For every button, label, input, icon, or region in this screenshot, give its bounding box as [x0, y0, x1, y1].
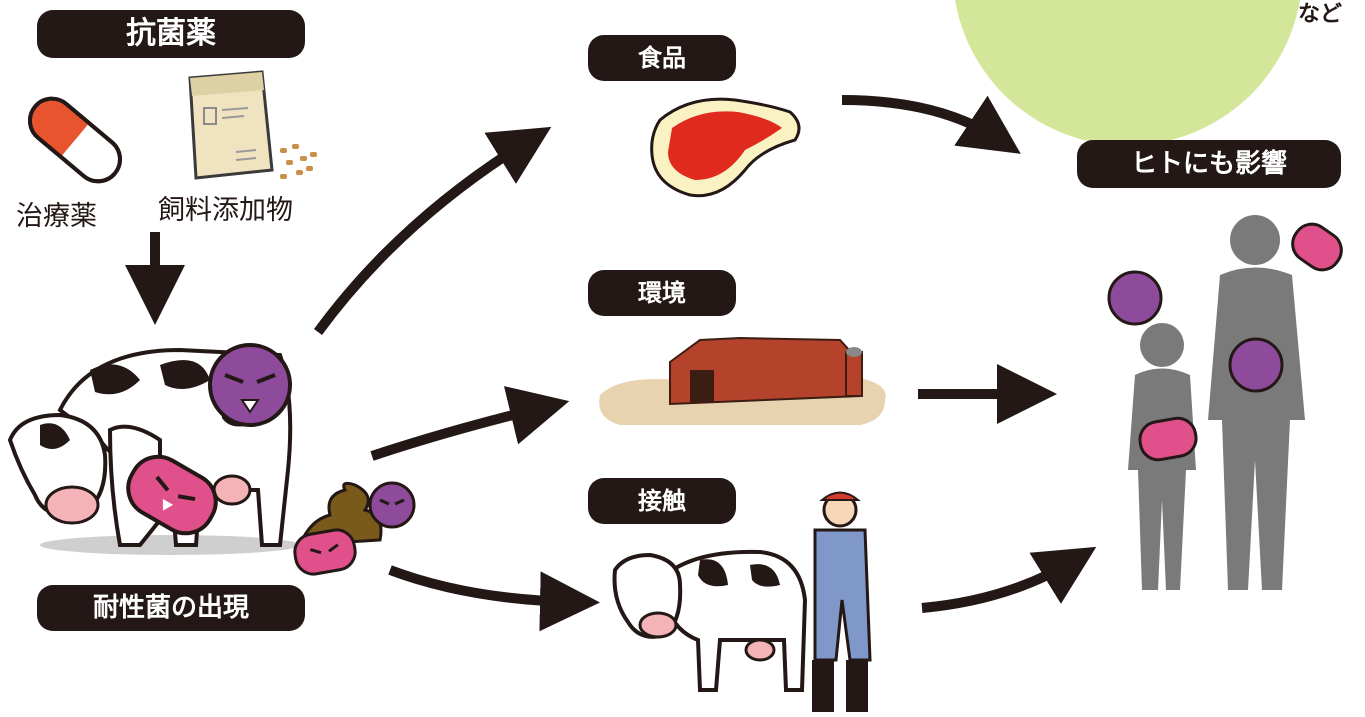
- farmer-illustration: [812, 491, 872, 712]
- bacteria-purple-human-icon: [1107, 270, 1284, 393]
- bacteria-pink-icon: [126, 454, 218, 536]
- label-corner-note: など: [1298, 2, 1343, 27]
- cow-contact-illustration: [612, 549, 808, 692]
- bacteria-purple-small-icon: [368, 481, 416, 529]
- arrow-food-to-human: [841, 95, 1021, 154]
- flow-arrows: [125, 95, 1097, 632]
- bacteria-pink-small-icon: [293, 528, 357, 576]
- label-feed-additive: 飼料添加物: [158, 195, 293, 226]
- label-resistant-emergence: 耐性菌の出現: [37, 585, 305, 631]
- label-contact: 接触: [588, 478, 736, 524]
- human-silhouettes: [1128, 215, 1305, 590]
- label-antibacterial: 抗菌薬: [37, 10, 305, 58]
- arrow-to-food: [313, 126, 552, 335]
- label-human-impact: ヒトにも影響: [1077, 140, 1341, 188]
- meat-icon: [650, 97, 801, 198]
- arrow-to-environment: [370, 386, 570, 461]
- label-environment: 環境: [588, 270, 736, 316]
- bacteria-purple-icon: [208, 343, 292, 427]
- green-circle-decoration: [955, 0, 1300, 146]
- barn-icon: [599, 332, 886, 425]
- feed-bag-icon: [188, 70, 274, 180]
- feed-pellets-icon: [280, 144, 317, 179]
- bacteria-pink-human-icon: [1138, 222, 1343, 462]
- arrow-to-contact: [388, 565, 600, 632]
- capsule-icon: [28, 96, 122, 184]
- arrow-contact-to-human: [921, 546, 1097, 613]
- label-food: 食品: [588, 35, 736, 81]
- label-treatment: 治療薬: [16, 201, 97, 232]
